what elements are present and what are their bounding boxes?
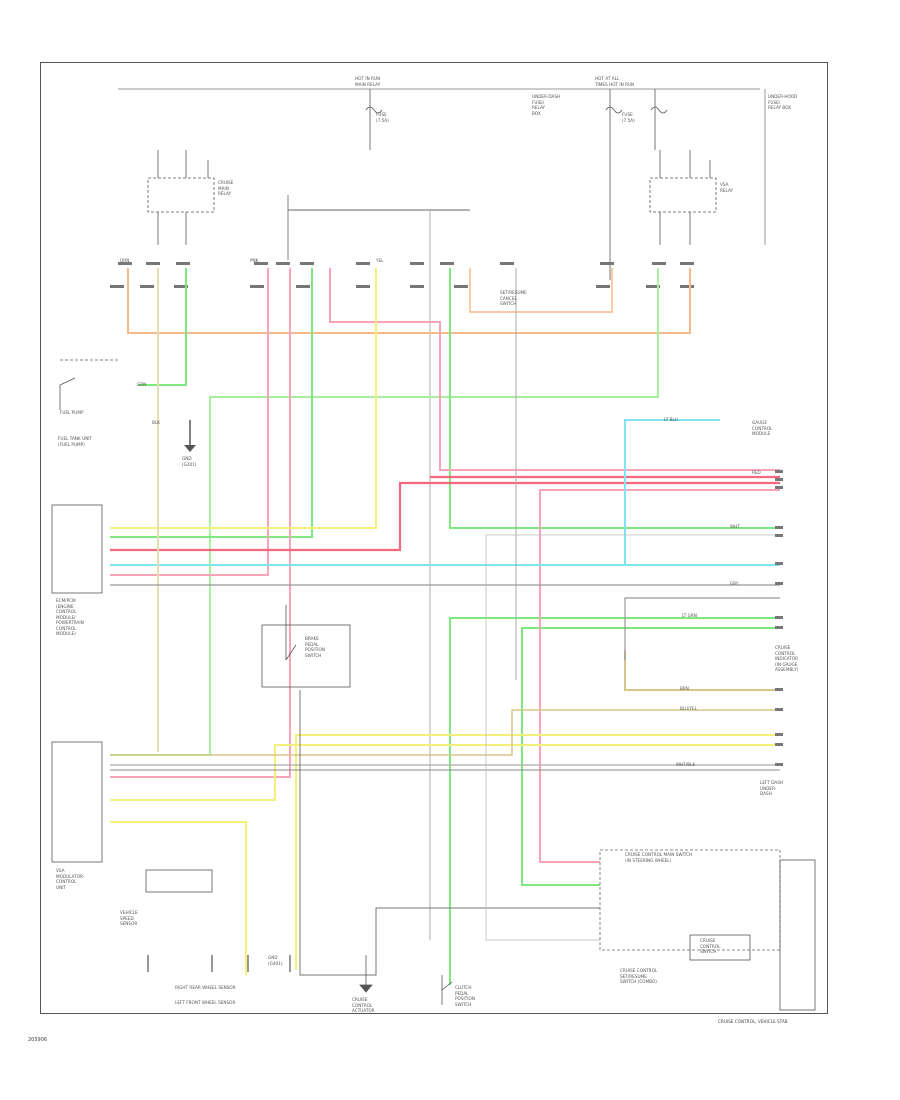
wire-tag-wht: WHT: [730, 524, 740, 529]
wire-pink-1: [110, 268, 269, 576]
wire-yellow-2: [295, 734, 780, 970]
label-fuse-right: FUSE (7.5A): [622, 112, 635, 123]
diagram-frame: [40, 62, 828, 1014]
label-sensors: RIGHT REAR WHEEL SENSOR: [175, 985, 236, 990]
label-left-dash: LEFT DASH UNDER- DASH: [760, 780, 784, 796]
wire-pink-3: [329, 268, 780, 471]
wire-red-2: [110, 481, 780, 552]
label-set-resume: SET/RESUME CANCEL SWITCH: [500, 290, 527, 306]
wire-orange: [127, 268, 691, 334]
vsa-relay-right: [649, 150, 717, 245]
connector-row-second: [110, 285, 694, 288]
wire-gray-7: [485, 534, 780, 941]
wire-tag-blu-yel: BLU/YEL: [680, 706, 698, 711]
ecm-box-lower: [51, 741, 103, 863]
indicator-box: [779, 859, 816, 1011]
label-right-box: CRUISE CONTROL INDICATOR (IN GAUGE ASSEM…: [775, 645, 799, 672]
label-ground-bottom: GND (G401): [268, 955, 283, 966]
label-top-bus-left: HOT IN RUN MAIN RELAY: [355, 76, 381, 87]
sensor-box: [145, 869, 213, 893]
wire-tag-orange: ORN: [120, 258, 130, 263]
label-cruise-relay: CRUISE MAIN RELAY: [218, 180, 234, 196]
wire-tag-gry: GRY: [730, 581, 739, 586]
label-cruise-switch-sub: CRUISE CONTROL SWITCH: [700, 938, 721, 954]
label-fuel-pump: FUEL PUMP: [60, 410, 84, 415]
wire-gray-2: [624, 597, 780, 660]
label-gauge-control: GAUGE CONTROL MODULE: [752, 420, 773, 436]
label-clutch: CLUTCH PEDAL POSITION SWITCH: [455, 985, 475, 1007]
label-fuel-tank-unit: FUEL TANK UNIT (FUEL PUMP): [58, 436, 93, 447]
wire-yellow-4: [110, 821, 247, 975]
wire-yellow-3: [110, 744, 780, 801]
label-underdash-left: UNDER-DASH FUSE/ RELAY BOX: [532, 94, 561, 116]
label-ecm-pcm: ECM/PCM (ENGINE CONTROL MODULE/ POWERTRA…: [56, 598, 84, 636]
fuse-left: [365, 89, 383, 150]
label-top-bus-right: HOT AT ALL TIMES HOT IN RUN: [595, 76, 635, 87]
fuel-pump-symbol: [59, 359, 120, 410]
ecm-box-upper: [51, 504, 103, 594]
label-cruise-switch: CRUISE CONTROL MAIN SWITCH (IN STEERING …: [625, 852, 693, 863]
label-actuator: CRUISE CONTROL ACTUATOR: [352, 997, 375, 1013]
ground-terminals-bottom: [147, 955, 291, 972]
wire-tag-green: GRN: [137, 382, 147, 387]
label-speed-sensor: VEHICLE SPEED SENSOR: [120, 910, 138, 926]
wire-orange-2: [469, 268, 613, 313]
figure-code: 205906: [28, 1037, 48, 1043]
label-combination: CRUISE CONTROL SET/RESUME SWITCH (COMBO): [620, 968, 658, 984]
label-ground-top: GND (G201): [182, 456, 197, 467]
label-underdash-right: UNDER-HOOD FUSE/ RELAY BOX: [768, 94, 798, 110]
wire-green-6: [521, 627, 780, 886]
wire-tan-3: [110, 709, 780, 756]
wire-cyan-1: [110, 419, 720, 566]
wire-green-1: [138, 268, 187, 386]
wire-green-5: [449, 617, 780, 985]
label-sensors-left: LEFT FRONT WHEEL SENSOR: [175, 1000, 236, 1005]
wire-green-3: [110, 268, 313, 538]
diagram-caption: CRUISE CONTROL, VEHICLE STAB: [718, 1019, 788, 1024]
label-brake-switch: BRAKE PEDAL POSITION SWITCH: [305, 636, 325, 658]
wire-gray-6: [340, 907, 600, 976]
connector-row-top: [118, 262, 694, 265]
label-vsa-relay: VSA RELAY: [720, 182, 734, 193]
actuator-symbol: [359, 955, 373, 993]
ground-icon-top: [184, 445, 196, 452]
wire-tag-yellow: YEL: [376, 258, 384, 263]
label-fuse-left: FUSE (7.5A): [376, 112, 389, 123]
right-terminals: [775, 470, 783, 766]
brake-switch-symbol: [261, 605, 351, 688]
wire-gray-8: [299, 690, 340, 976]
label-vsa-modulator: VSA MODULATOR- CONTROL UNIT: [56, 868, 85, 890]
wire-tag-lt-grn: LT GRN: [682, 613, 697, 618]
wire-pink-4: [539, 489, 780, 863]
wire-tag-brn: BRN: [680, 686, 689, 691]
wire-pink-2: [110, 268, 291, 778]
wire-tan-2: [624, 650, 780, 691]
wire-yellow-1: [110, 268, 377, 529]
wire-tag-wht-blk: WHT/BLK: [676, 762, 696, 767]
wire-tag-lt-blu: LT BLU: [664, 417, 678, 422]
wire-tag-red: RED: [752, 470, 761, 475]
wire-tag-blk: BLK: [152, 420, 160, 425]
switch-sub-box: [689, 934, 751, 961]
cruise-main-relay-left: [147, 150, 215, 245]
fuse-right-1: [605, 89, 623, 280]
wire-tag-pink: PNK: [250, 258, 259, 263]
wire-green-4: [449, 268, 780, 529]
wire-green-2: [110, 268, 659, 756]
fuse-right-2: [650, 89, 668, 150]
clutch-symbol: [441, 975, 453, 1005]
